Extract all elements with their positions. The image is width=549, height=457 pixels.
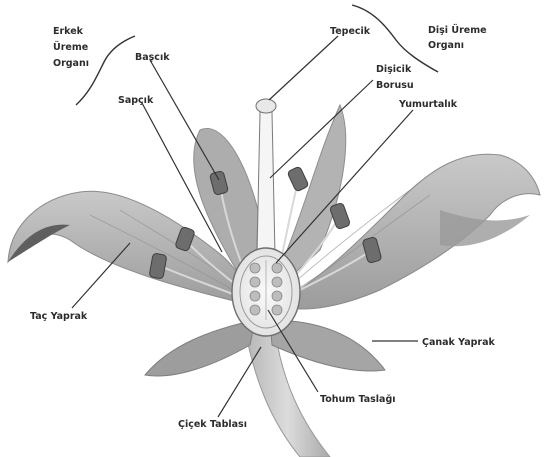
label-stigma: Tepecik: [330, 26, 371, 37]
petal-front-left: [145, 320, 255, 376]
label-petal: Taç Yaprak: [30, 311, 88, 322]
label-style-line2: Borusu: [376, 80, 414, 91]
anther-4: [287, 166, 309, 192]
label-male-organ-line3: Organı: [53, 58, 89, 69]
label-male-organ-line1: Erkek: [53, 26, 84, 37]
sepal-right: [270, 320, 385, 371]
label-filament: Sapçık: [118, 95, 154, 106]
label-ovule: Tohum Taslağı: [320, 394, 396, 405]
pistil-style: [257, 112, 275, 255]
female-organ-brace: [352, 5, 438, 72]
anther-5: [329, 202, 350, 229]
label-receptacle: Çiçek Tablası: [178, 419, 247, 430]
label-female-organ-line2: Organı: [428, 40, 464, 51]
label-style-line1: Dişicik: [376, 64, 412, 75]
label-male-organ-line2: Üreme: [53, 42, 88, 53]
label-ovary: Yumurtalık: [398, 99, 458, 110]
label-female-organ-line1: Dişi Üreme: [428, 25, 487, 36]
label-sepal: Çanak Yaprak: [422, 337, 495, 348]
stigma: [256, 99, 276, 113]
label-anther: Başcık: [135, 52, 170, 63]
